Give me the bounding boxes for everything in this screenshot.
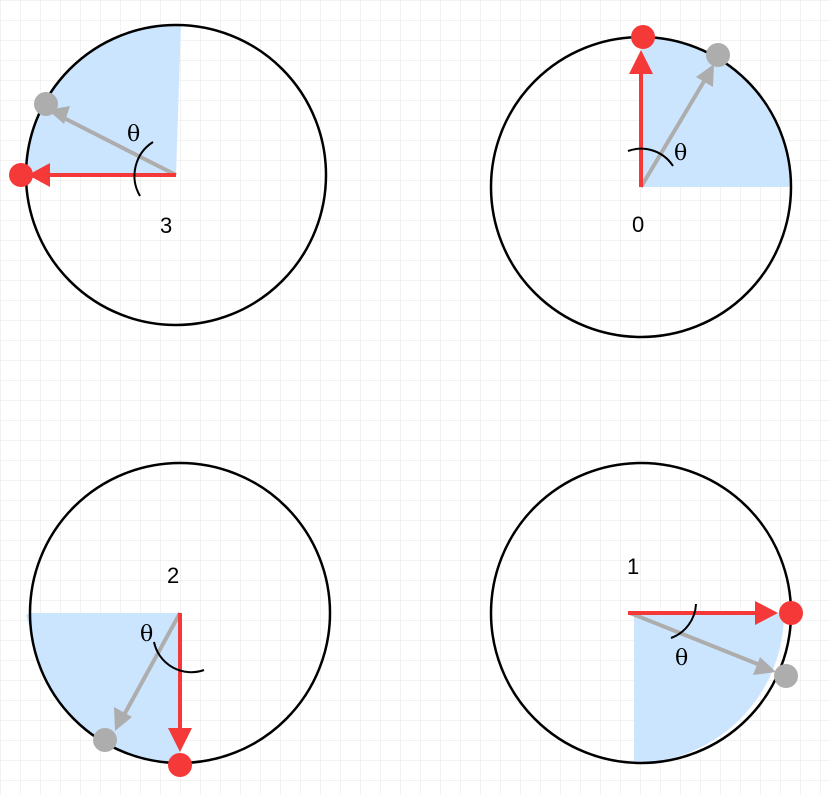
- red-arrow-head: [168, 728, 192, 752]
- gray-arrow-shaft: [629, 611, 761, 667]
- angle-arc: [153, 641, 205, 674]
- red-point: [779, 601, 803, 625]
- theta-label: θ: [127, 122, 140, 147]
- gray-arrow-shaft: [639, 76, 708, 189]
- quadrant-number: 0: [632, 212, 644, 237]
- theta-label: θ: [674, 141, 687, 166]
- quadrant-0: θ 0: [489, 25, 793, 339]
- quadrant-1: θ 1: [489, 461, 803, 765]
- angle-arc: [627, 147, 674, 167]
- quadrant-number: 3: [160, 213, 172, 238]
- red-arrow-head: [755, 601, 778, 625]
- sector-fill: [30, 613, 180, 763]
- gray-point: [34, 92, 58, 116]
- quadrant-number: 1: [627, 554, 639, 579]
- gray-point: [706, 43, 730, 67]
- theta-label: θ: [140, 622, 153, 647]
- gray-point: [93, 728, 117, 752]
- gray-arrow-shaft: [122, 612, 182, 716]
- quadrant-number: 2: [167, 563, 179, 588]
- red-arrow-head: [629, 50, 653, 74]
- sector-fill: [25, 24, 182, 175]
- sector-fill: [641, 37, 791, 187]
- gray-arrow-head: [696, 64, 714, 87]
- red-point: [631, 25, 655, 49]
- red-point: [168, 753, 192, 777]
- gray-arrow-shaft: [61, 115, 177, 177]
- theta-label: θ: [675, 646, 688, 671]
- angle-arc: [670, 603, 697, 639]
- red-arrow-head: [28, 163, 50, 187]
- gray-arrow-head: [753, 657, 776, 675]
- quadrant-2: θ 2: [26, 461, 332, 777]
- sector-fill: [634, 613, 784, 763]
- gray-arrow-head: [114, 707, 132, 731]
- gray-point: [774, 664, 798, 688]
- red-point: [9, 163, 33, 187]
- angle-arc: [133, 141, 154, 197]
- quadrant-3: θ 3: [9, 23, 328, 327]
